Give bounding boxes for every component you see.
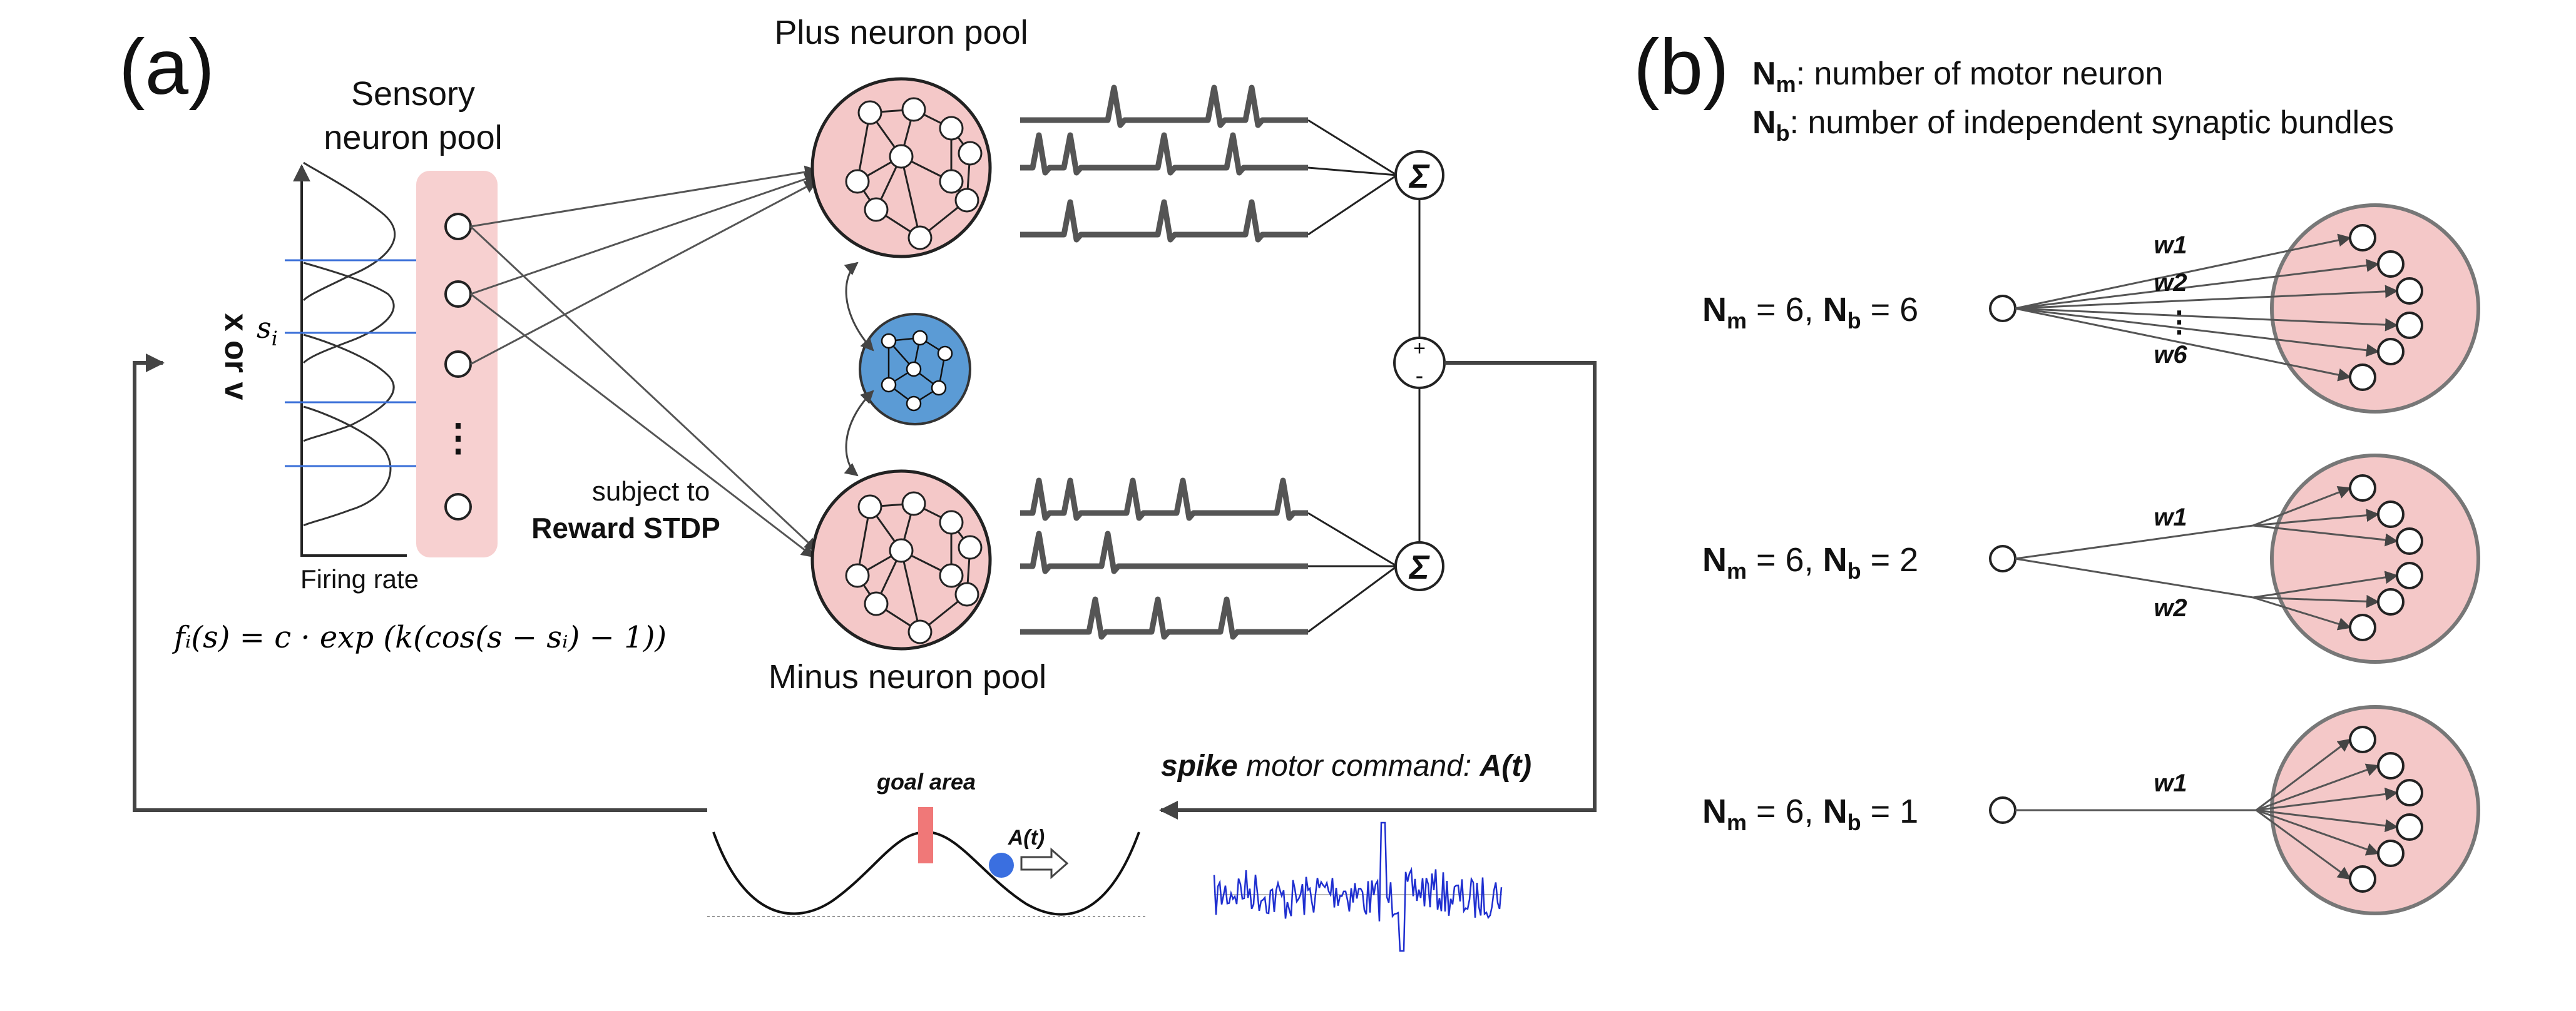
goal-area-label: goal area [876,769,976,795]
input-neuron [1989,796,2016,824]
sensory-to-pool-connections [469,165,819,558]
input-neuron [1989,295,2016,322]
difference-plus: + [1413,337,1426,360]
panel-b: (b) Nm: number of motor neuron Nb: numbe… [1633,24,2480,915]
config-label: Nm = 6, Nb = 6 [1702,291,1918,333]
sensory-feedback-arrow [133,353,707,812]
s-i-label: si [257,311,278,350]
motor-neurons [2349,224,2423,391]
plus-pool-title: Plus neuron pool [774,14,1028,51]
sensory-pool-title-2: neuron pool [324,119,502,156]
config-label: Nm = 6, Nb = 2 [1702,541,1918,584]
ball-action-arrow [1020,847,1069,880]
plus-pool-nodes [845,97,983,250]
motor-command-arrow [1159,361,1597,820]
minus-spike-trains [1020,477,1308,640]
motor-command-label: spike motor command: A(t) [1161,749,1531,783]
plus-sum-symbol: Σ [1408,158,1430,195]
environment: goal area A(t) [707,769,1145,917]
plus-spike-trains [1020,84,1308,243]
agent-ball [989,853,1014,878]
panel-a-label: (a) [119,24,215,111]
inhibitory-pool-nodes [881,330,953,412]
synapse-lines [2015,486,2399,631]
panel-a: (a) Sensory neuron pool x or v si Firing… [119,14,1597,952]
minus-sum-lines [1307,512,1398,633]
config-row-nb1: Nm = 6, Nb = 1 w1 [1702,705,2480,915]
minus-pool-nodes [845,491,983,644]
sensory-ellipsis: ⋮ [439,417,477,459]
sensory-pool-title-1: Sensory [351,75,475,113]
motor-neuron-pool [2270,203,2480,414]
panel-b-label: (b) [1633,24,1729,111]
weight-label: w6 [2154,341,2187,368]
weight-label: w1 [2154,504,2187,531]
legend-nm: Nm: number of motor neuron [1752,56,2163,97]
weight-ellipsis: ⋮ [2165,305,2194,338]
tuning-curves [302,161,396,527]
difference-minus: - [1416,363,1424,389]
minus-inhibitory-link [844,390,874,477]
firing-rate-label: Firing rate [300,564,419,594]
config-row-nb2: Nm = 6, Nb = 2 w1 w2 [1702,454,2480,664]
motor-neurons [2349,726,2423,893]
plus-inhibitory-link [844,262,874,352]
motor-neurons [2349,474,2423,641]
legend-nb: Nb: number of independent synaptic bundl… [1752,104,2394,146]
plus-sum-lines [1307,119,1398,236]
weight-label: w2 [2154,269,2187,297]
weight-label: w1 [2154,770,2187,797]
subject-to-label: subject to [592,476,710,507]
motor-signal-trace [1213,821,1503,952]
weight-label: w2 [2154,594,2187,622]
reward-stdp-label: Reward STDP [531,512,720,544]
synapse-lines [2015,738,2399,880]
config-row-nb6: Nm = 6, Nb = 6 w1 w2 ⋮ w6 [1702,203,2480,414]
sensory-neurons [444,213,472,521]
goal-area-marker [918,807,933,863]
weight-label: w1 [2154,231,2187,259]
config-label: Nm = 6, Nb = 1 [1702,793,1918,835]
minus-sum-symbol: Σ [1408,549,1430,586]
input-neuron [1989,545,2016,572]
synapse-lines [2015,233,2399,382]
axis-label-x-or-v: x or v [218,313,254,400]
minus-pool-title: Minus neuron pool [769,658,1046,696]
ball-action-label: A(t) [1008,826,1045,850]
tuning-formula: fᵢ(s) = c · exp (k(cos(s − sᵢ) − 1)) [172,620,667,655]
motor-neuron-pool [2270,454,2480,664]
